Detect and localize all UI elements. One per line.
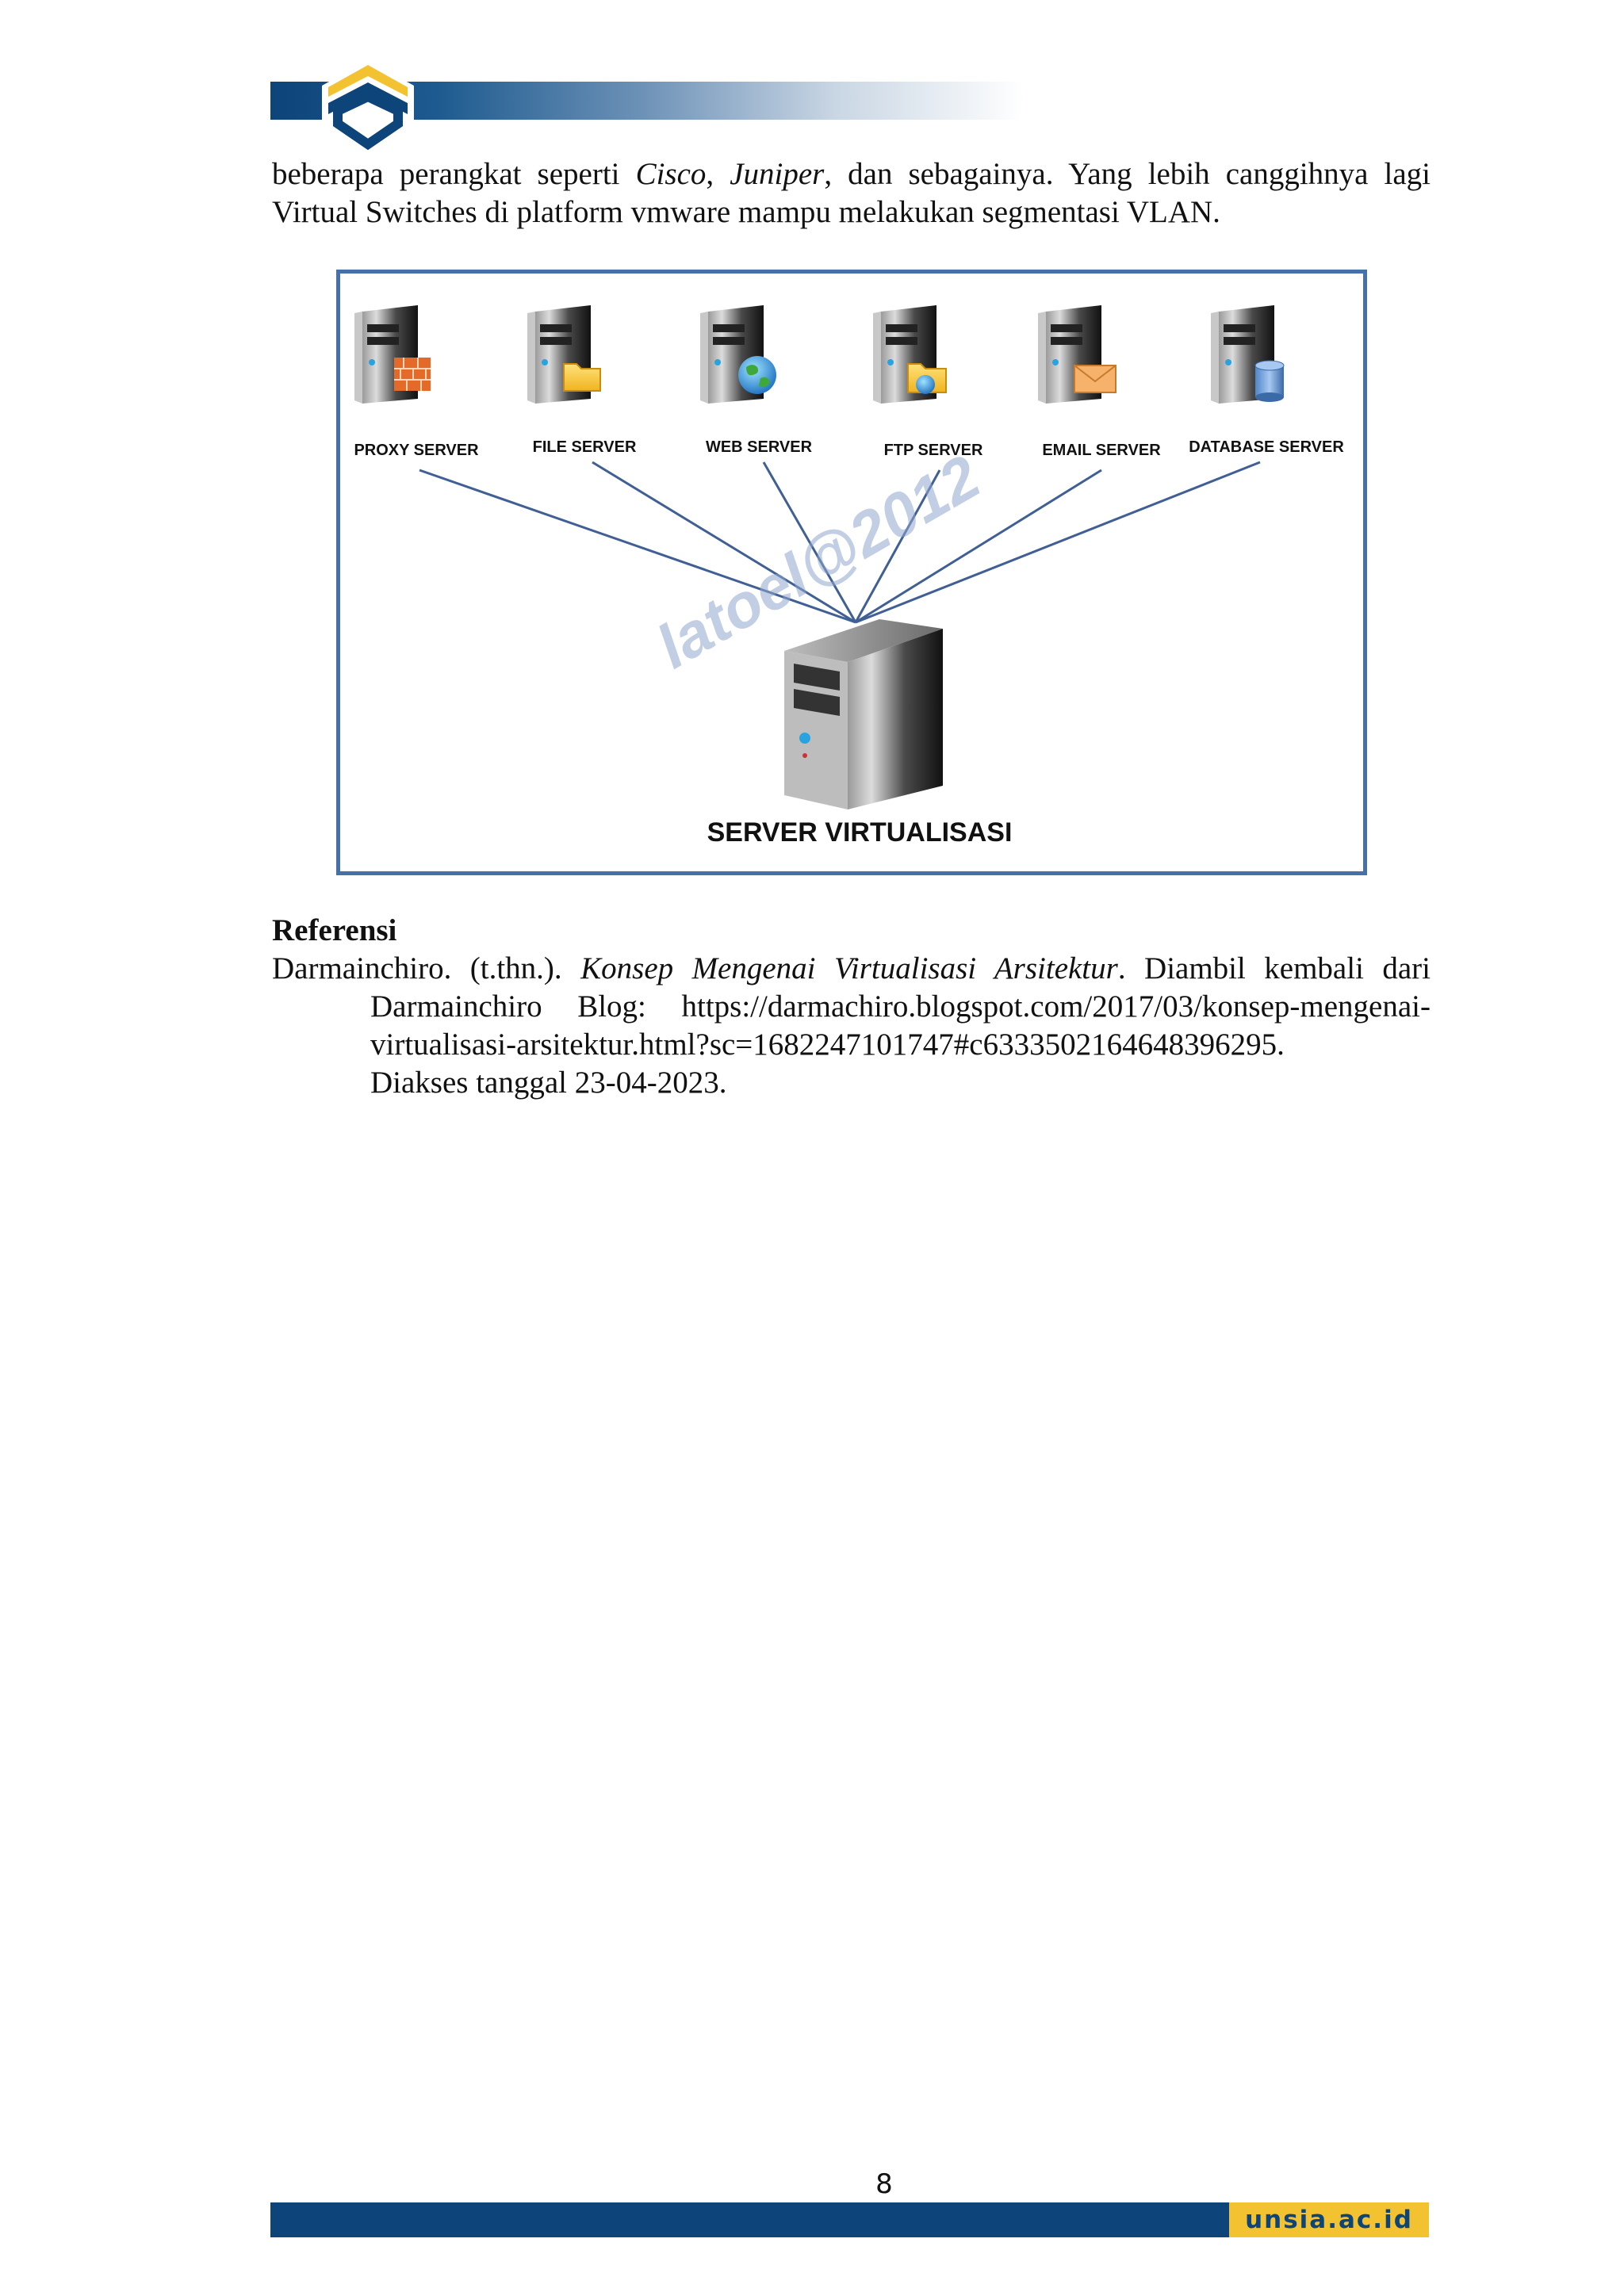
folder-globe-icon [907, 363, 947, 394]
main-server-label: SERVER VIRTUALISASI [707, 817, 1013, 848]
server-label: EMAIL SERVER [1042, 442, 1161, 459]
text-run: beberapa perangkat seperti [272, 157, 636, 191]
unsia-logo-icon [322, 60, 414, 151]
server-label: WEB SERVER [706, 438, 813, 456]
reference-author: Darmainchiro. (t.thn.). [272, 951, 581, 985]
folder-icon [563, 363, 601, 392]
server-label: PROXY SERVER [354, 442, 479, 459]
reference-line-2: Darmainchiro Blog: https://darmachiro.bl… [370, 989, 1431, 1024]
reference-source-prefix: . Diambil kembali dari [1117, 951, 1431, 985]
footer-url: unsia.ac.id [1229, 2202, 1429, 2237]
server-ftp [873, 305, 947, 404]
server-proxy [354, 305, 431, 404]
server-file [527, 305, 601, 404]
server-virtualization-figure: PROXY SERVER FILE SERVER WEB SERVER FTP … [336, 270, 1367, 875]
figure-diagram: PROXY SERVER FILE SERVER WEB SERVER FTP … [354, 305, 1344, 848]
firewall-icon [394, 358, 431, 391]
envelope-icon [1074, 365, 1116, 393]
page-number: 8 [875, 2168, 893, 2200]
body-paragraph: beberapa perangkat seperti Cisco, Junipe… [272, 155, 1431, 232]
juniper-italic: Juniper [730, 157, 825, 191]
server-label: FTP SERVER [884, 442, 983, 459]
server-label: DATABASE SERVER [1189, 438, 1344, 456]
database-icon [1254, 360, 1285, 402]
paragraph-line-2: Virtual Switches di platform vmware mamp… [272, 195, 1220, 229]
server-virtualisasi-tower [784, 619, 943, 809]
reference-line-3: virtualisasi-arsitektur.html?sc=16822471… [370, 1027, 1285, 1062]
reference-title: Konsep Mengenai Virtualisasi Arsitektur [580, 951, 1118, 985]
reference-entry: Darmainchiro. (t.thn.). Konsep Mengenai … [272, 950, 1431, 1102]
server-database [1211, 305, 1285, 404]
server-email [1038, 305, 1116, 404]
paragraph-line-1: beberapa perangkat seperti Cisco, Junipe… [272, 155, 1431, 193]
references-heading: Referensi [272, 913, 397, 947]
server-label: FILE SERVER [533, 438, 637, 456]
globe-icon [738, 356, 776, 394]
server-web [700, 305, 776, 404]
footer-bar [270, 2202, 1229, 2237]
text-run: , [706, 157, 730, 191]
text-run: , dan sebagainya. Yang lebih canggihnya … [824, 157, 1431, 191]
reference-line-1: Darmainchiro. (t.thn.). Konsep Mengenai … [272, 950, 1431, 988]
connection-lines [419, 461, 1261, 624]
reference-line-4: Diakses tanggal 23-04-2023. [370, 1066, 727, 1100]
cisco-italic: Cisco [635, 157, 707, 191]
